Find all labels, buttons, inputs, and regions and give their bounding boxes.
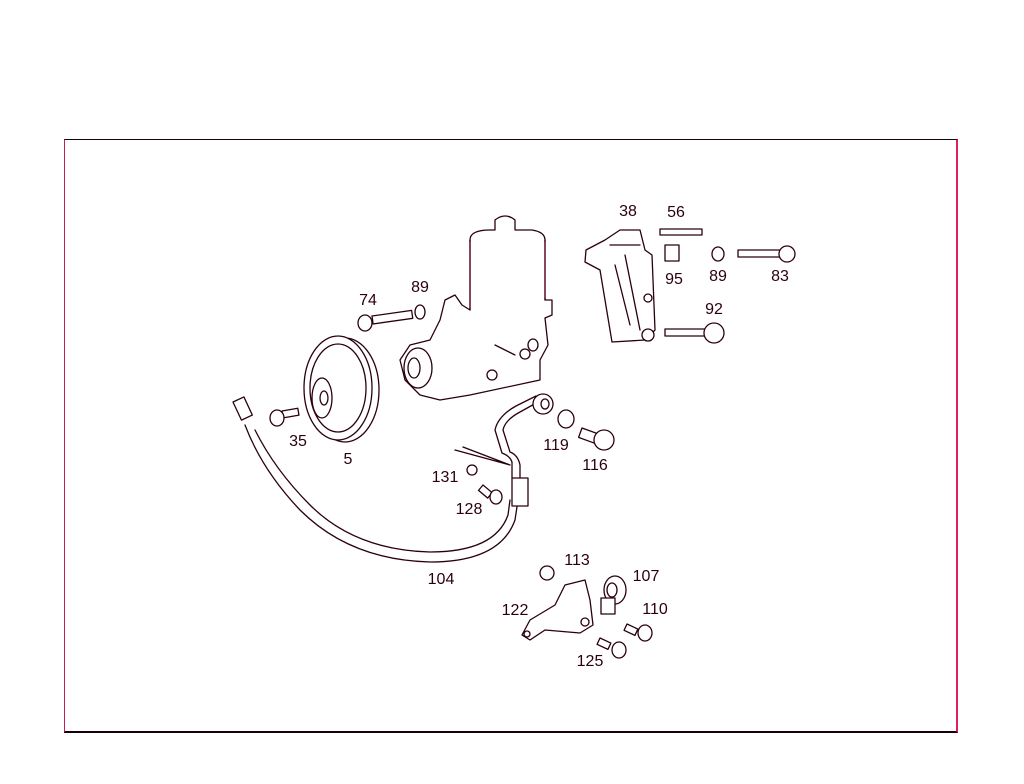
callout-92[interactable]: 92 — [705, 301, 723, 318]
diagram-frame — [64, 139, 958, 733]
bolt-110[interactable] — [623, 623, 653, 642]
callout-131[interactable]: 131 — [431, 469, 459, 486]
bolt-125[interactable] — [596, 637, 627, 659]
bolt-83[interactable] — [737, 245, 796, 263]
callout-89-left[interactable]: 89 — [411, 279, 429, 296]
washer-89-right[interactable] — [711, 246, 725, 262]
callout-113[interactable]: 113 — [564, 552, 590, 569]
bolt-35[interactable] — [269, 407, 300, 427]
callout-74[interactable]: 74 — [359, 292, 377, 309]
bolt-74[interactable] — [357, 309, 414, 332]
callout-104[interactable]: 104 — [427, 571, 455, 588]
callout-107[interactable]: 107 — [632, 568, 660, 585]
washer-119[interactable] — [557, 409, 575, 429]
callout-125[interactable]: 125 — [576, 653, 604, 670]
callout-128[interactable]: 128 — [455, 501, 483, 518]
stud-56[interactable] — [659, 228, 703, 236]
callout-95[interactable]: 95 — [665, 271, 683, 288]
pulley-5[interactable] — [303, 335, 380, 443]
callout-5[interactable]: 5 — [343, 451, 353, 468]
callout-110[interactable]: 110 — [642, 601, 668, 618]
callout-56[interactable]: 56 — [667, 204, 685, 221]
hose-104[interactable] — [232, 393, 554, 563]
banjo-bolt-116[interactable] — [577, 427, 615, 451]
bolt-92[interactable] — [664, 322, 725, 344]
callout-122[interactable]: 122 — [501, 602, 529, 619]
nut-113[interactable] — [539, 565, 555, 581]
callout-89-right[interactable]: 89 — [709, 268, 727, 285]
callout-83[interactable]: 83 — [771, 268, 789, 285]
callout-35[interactable]: 35 — [289, 433, 307, 450]
bracket-38[interactable] — [584, 229, 656, 343]
power-steering-pump[interactable] — [399, 215, 553, 401]
clamp-107[interactable] — [600, 575, 627, 615]
callout-116[interactable]: 116 — [582, 457, 608, 474]
bracket-122[interactable] — [521, 579, 594, 641]
callout-119[interactable]: 119 — [543, 437, 569, 454]
clip-131[interactable] — [466, 464, 478, 476]
nut-95[interactable] — [664, 244, 680, 262]
bolt-128[interactable] — [477, 484, 503, 505]
washer-89-left[interactable] — [414, 304, 426, 320]
callout-38[interactable]: 38 — [619, 203, 637, 220]
